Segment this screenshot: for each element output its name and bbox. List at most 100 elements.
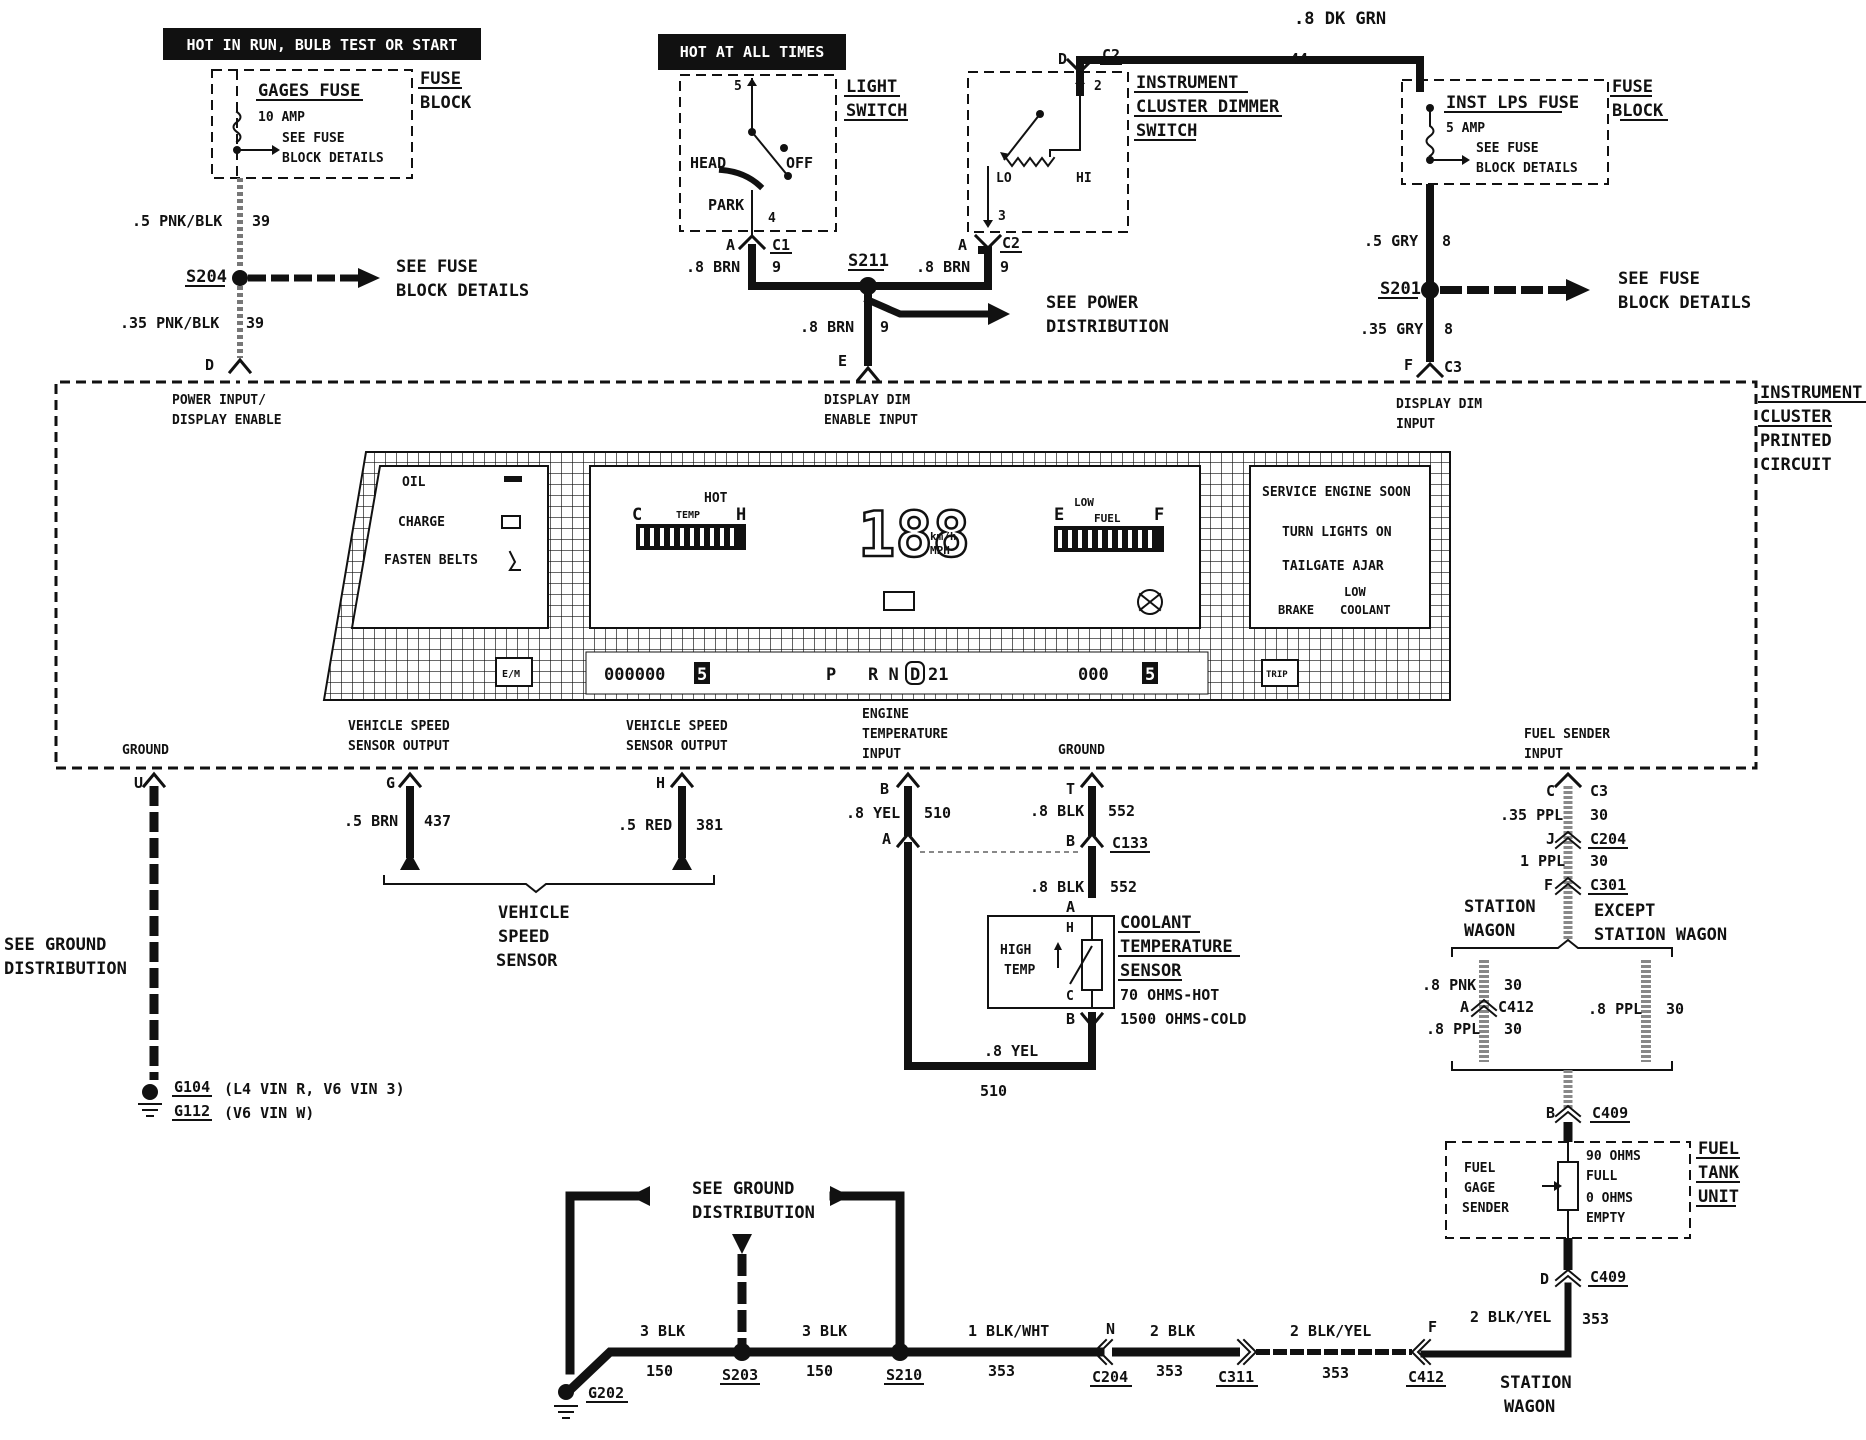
vss-bracket [383, 875, 715, 894]
headlamp-icon [883, 591, 915, 611]
service-engine-soon: SERVICE ENGINE SOON [1262, 485, 1411, 500]
fuel-f-label: F [1154, 505, 1164, 525]
fuel-conn-c3: C3 [1590, 782, 1608, 800]
light-switch-wire: .8 BRN [686, 258, 740, 276]
fan-icon [1137, 589, 1163, 615]
gages-fuse-title: GAGES FUSE [258, 81, 360, 101]
coolant-wire-b: .8 YEL [846, 804, 900, 822]
ground-c204: C204 [1092, 1368, 1128, 1386]
arrow-up-icon [1054, 942, 1062, 950]
arrow-down-icon [732, 1234, 752, 1254]
dimmer-pin-a: A [958, 236, 967, 254]
temp-h-label: H [736, 505, 746, 525]
coolant-circuit-b: 510 [924, 804, 951, 822]
fuel-circuit-ppl-l: 30 [1504, 1020, 1522, 1038]
bottom-see-ground-2: DISTRIBUTION [692, 1203, 815, 1223]
vss-pin-g: G [386, 774, 395, 792]
fasten-belts-label: FASTEN BELTS [384, 553, 478, 568]
inst-lps-fuse-amp: 5 AMP [1446, 121, 1485, 136]
ground-wire-1: 3 BLK [640, 1322, 685, 1340]
gages-fuse-block-2: BLOCK [420, 93, 472, 113]
cluster-vss2-1: VEHICLE SPEED [626, 719, 728, 734]
arrow-right-icon [1566, 279, 1590, 301]
fuel-wire-1: .35 PPL [1500, 806, 1563, 824]
cluster-dim-1: DISPLAY DIM [1396, 397, 1482, 412]
gages-fuse-box [211, 69, 413, 179]
fuel-conn-c409b: C409 [1590, 1268, 1626, 1286]
fuel-spec-2: FULL [1586, 1169, 1617, 1184]
coolant-pin-t: T [1066, 780, 1075, 798]
fuse-icon [232, 110, 242, 144]
message-panel [1249, 465, 1431, 629]
pin-d: D [205, 356, 214, 374]
coolant-pin-a: A [882, 830, 891, 848]
trip-button[interactable] [1261, 659, 1299, 687]
fuel-low-label: LOW [1074, 496, 1094, 509]
dimmer-pin2: 2 [1094, 79, 1102, 94]
light-switch-c1: C1 [772, 236, 790, 254]
fuel-wire-out: 2 BLK/YEL [1470, 1308, 1551, 1326]
light-switch-title-2: SWITCH [846, 101, 907, 121]
light-switch-pin-a: A [726, 236, 735, 254]
coolant-wire-t2: .8 BLK [1030, 878, 1084, 896]
fuel-circuit-ppl-r: 30 [1666, 1000, 1684, 1018]
coolant-sensor-section: B .8 YEL 510 A T .8 BLK 552 B C133 .8 BL… [846, 771, 1246, 1100]
cluster-title-1: INSTRUMENT [1760, 383, 1862, 403]
fuel-spec-1: 90 OHMS [1586, 1149, 1641, 1164]
fuel-conn-c301: C301 [1590, 876, 1626, 894]
inst-lps-fuse-see: SEE FUSE [1476, 141, 1539, 156]
wire-8-upper-label: .5 GRY [1364, 232, 1418, 250]
cluster-vss-1: VEHICLE SPEED [348, 719, 450, 734]
fuel-station-2: WAGON [1464, 921, 1515, 941]
temp-hot-label: HOT [704, 491, 728, 506]
dimmer-circuit: 9 [1000, 258, 1009, 276]
cluster-dim-2: INPUT [1396, 417, 1435, 432]
em-button[interactable] [495, 657, 533, 687]
fuel-except-2: STATION WAGON [1594, 925, 1727, 945]
fuel-split-bracket [1451, 938, 1673, 957]
s211-distribution: DISTRIBUTION [1046, 317, 1169, 337]
dimmer-wire: .8 BRN [916, 258, 970, 276]
s211-circuit-down: 9 [880, 318, 889, 336]
coolant-sensor-c: C [1066, 989, 1074, 1004]
temp-bar-gauge [636, 524, 746, 550]
fuel-pin-d: D [1540, 1270, 1549, 1288]
light-switch-off: OFF [786, 154, 813, 172]
fuel-gage-2: GAGE [1464, 1181, 1495, 1196]
fuel-tank-2: TANK [1698, 1163, 1740, 1183]
wire-39-upper-label: .5 PNK/BLK [132, 212, 222, 230]
gear-21: 21 [928, 665, 948, 685]
warning-lamps-panel [350, 465, 549, 629]
coolant-wire-t: .8 BLK [1030, 802, 1084, 820]
odometer-last-digit: 5 [697, 665, 707, 685]
wire-8-lower-label: .35 GRY [1360, 320, 1423, 338]
hot-in-run-banner [163, 28, 481, 60]
ground-g112-desc: (V6 VIN W) [224, 1104, 314, 1122]
arrow-left-icon [630, 1186, 650, 1206]
s201-see-fuse: SEE FUSE [1618, 269, 1700, 289]
fuel-sender-section: C C3 .35 PPL 30 J C204 1 PPL 30 F C301 S… [1420, 771, 1740, 1417]
fuel-gage-3: SENDER [1462, 1201, 1509, 1216]
splice-s201 [1421, 281, 1439, 299]
dimmer-switch-section: INSTRUMENT CLUSTER DIMMER SWITCH .8 DK G… [916, 9, 1424, 276]
splice-s211-label: S211 [848, 251, 889, 271]
wire-39-lower-circuit: 39 [246, 314, 264, 332]
wire-510 [904, 842, 1096, 1070]
conn-c3: C3 [1444, 358, 1462, 376]
mph-label: MPH [930, 544, 950, 557]
dimmer-conn-bot: C2 [1002, 234, 1020, 252]
ground-bus-wire [563, 1347, 1105, 1397]
ground-c412: C412 [1408, 1368, 1444, 1386]
kmh-label: km/h [930, 530, 957, 543]
trip-readout: 000 [1078, 665, 1109, 685]
coolant-sensor-h: H [1066, 921, 1074, 936]
fuel-wire-ppl-r: .8 PPL [1588, 1000, 1642, 1018]
dimmer-title-1: INSTRUMENT [1136, 73, 1238, 93]
fuel-e-label: E [1054, 505, 1064, 525]
fuel-circuit-out: 353 [1582, 1310, 1609, 1328]
cluster-ground-mid: GROUND [1058, 743, 1105, 758]
cluster-title-4: CIRCUIT [1760, 455, 1832, 475]
splice-s203-label: S203 [722, 1366, 758, 1384]
fuel-pin-j: J [1546, 830, 1555, 848]
splice-s204 [232, 270, 248, 286]
